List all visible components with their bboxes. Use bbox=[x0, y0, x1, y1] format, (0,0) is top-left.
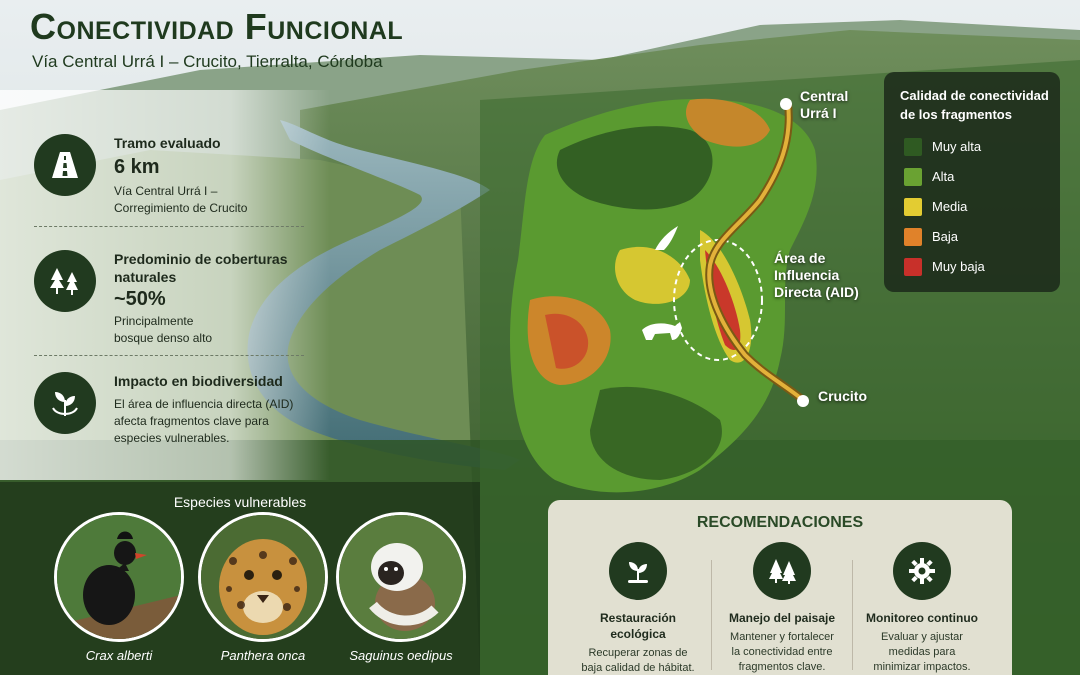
stat-label: naturales bbox=[114, 269, 177, 285]
map-label-start-line: Urrá I bbox=[800, 105, 837, 121]
legend-label: Baja bbox=[932, 229, 959, 244]
gear-icon bbox=[893, 542, 951, 600]
pine-trees-icon bbox=[753, 542, 811, 600]
legend-item: Media bbox=[904, 198, 1054, 216]
recommendation-desc: medidas para bbox=[888, 646, 956, 658]
stat-value: ~50% bbox=[114, 288, 166, 310]
recommendation-desc: la conectividad entre bbox=[731, 646, 833, 658]
species-card: Saguinus oedipus bbox=[336, 512, 466, 672]
map-label-aid-line: Área de bbox=[774, 250, 826, 266]
recommendation-card: Restauración ecológica Recuperar zonas d… bbox=[568, 542, 708, 675]
stat-coberturas: Predominio de coberturas naturales ~50% … bbox=[34, 250, 314, 345]
stat-desc: Vía Central Urrá I – bbox=[114, 184, 218, 198]
species-heading: Especies vulnerables bbox=[173, 494, 307, 510]
recommendation-desc: fragmentos clave. bbox=[738, 661, 826, 673]
legend-item: Muy alta bbox=[904, 138, 1054, 156]
trees-icon bbox=[34, 250, 96, 312]
recommendation-desc: Evaluar y ajustar bbox=[881, 631, 963, 643]
stat-desc: bosque denso alto bbox=[114, 331, 213, 345]
connectivity-legend: Calidad de conectividad de los fragmento… bbox=[884, 72, 1060, 292]
recommendation-heading: Restauración bbox=[599, 611, 677, 625]
panthera-onca-photo bbox=[198, 512, 328, 642]
stat-tramo: Tramo evaluado 6 km Vía Central Urrá I –… bbox=[34, 134, 314, 215]
recommendation-card: Monitoreo continuo Evaluar y ajustar med… bbox=[852, 542, 992, 675]
legend-item: Alta bbox=[904, 168, 1054, 186]
road-icon bbox=[34, 134, 96, 196]
legend-label: Media bbox=[932, 199, 968, 214]
recommendations-title: RECOMENDACIONES bbox=[696, 514, 864, 531]
species-panel: Especies vulnerables Crax alberti bbox=[0, 482, 480, 675]
page-subtitle: Vía Central Urrá I – Crucito, Tierralta,… bbox=[32, 52, 383, 71]
recommendations-panel: RECOMENDACIONES Restauración ecológica R… bbox=[548, 500, 1012, 675]
leaf-icon bbox=[34, 372, 96, 434]
species-name: Crax alberti bbox=[85, 648, 153, 663]
map-label-start: Central Urrá I bbox=[800, 88, 848, 122]
sprout-icon bbox=[609, 542, 667, 600]
divider bbox=[711, 560, 712, 670]
stat-desc: afecta fragmentos clave para bbox=[114, 414, 269, 428]
divider bbox=[34, 226, 304, 227]
legend-swatch bbox=[904, 228, 922, 246]
legend-swatch bbox=[904, 258, 922, 276]
legend-title: Calidad de conectividad bbox=[900, 88, 1049, 103]
saguinus-oedipus-photo bbox=[336, 512, 466, 642]
stat-desc: Corregimiento de Crucito bbox=[114, 201, 248, 215]
stat-label: Impacto en biodiversidad bbox=[114, 373, 283, 389]
species-name: Panthera onca bbox=[220, 648, 306, 663]
recommendation-card: Manejo del paisaje Mantener y fortalecer… bbox=[712, 542, 852, 675]
stat-desc: especies vulnerables. bbox=[114, 431, 230, 445]
map-label-aid-line: Directa (AID) bbox=[774, 284, 859, 300]
recommendation-desc: Mantener y fortalecer bbox=[730, 631, 834, 643]
legend-swatch bbox=[904, 198, 922, 216]
crax-alberti-photo bbox=[54, 512, 184, 642]
map-label-end: Crucito bbox=[818, 388, 867, 404]
stat-label: Tramo evaluado bbox=[114, 135, 221, 151]
recommendation-desc: baja calidad de hábitat. bbox=[581, 662, 695, 674]
map-label-aid: Área de Influencia Directa (AID) bbox=[774, 250, 859, 301]
legend-label: Muy alta bbox=[932, 139, 982, 154]
legend-item: Baja bbox=[904, 228, 1054, 246]
divider bbox=[852, 560, 853, 670]
stat-desc: Principalmente bbox=[114, 314, 194, 328]
map-label-start-line: Central bbox=[800, 88, 849, 104]
species-card: Crax alberti bbox=[54, 512, 184, 672]
recommendation-desc: Recuperar zonas de bbox=[588, 647, 688, 659]
species-card: Panthera onca bbox=[198, 512, 328, 672]
divider bbox=[34, 355, 304, 356]
stat-label: Predominio de coberturas bbox=[114, 251, 288, 267]
legend-item: Muy baja bbox=[904, 258, 1054, 276]
recommendation-desc: minimizar impactos. bbox=[873, 661, 971, 673]
page-title: Conectividad Funcional bbox=[30, 6, 404, 47]
legend-swatch bbox=[904, 138, 922, 156]
stat-desc: El área de influencia directa (AID) bbox=[114, 397, 294, 411]
stat-impacto: Impacto en biodiversidad El área de infl… bbox=[34, 372, 314, 452]
recommendation-heading: Manejo del paisaje bbox=[728, 611, 836, 625]
legend-title: de los fragmentos bbox=[900, 107, 1012, 122]
map-label-aid-line: Influencia bbox=[774, 267, 840, 283]
recommendation-heading: ecológica bbox=[610, 627, 666, 641]
recommendation-heading: Monitoreo continuo bbox=[866, 611, 978, 625]
legend-swatch bbox=[904, 168, 922, 186]
stat-value: 6 km bbox=[114, 156, 160, 178]
species-name: Saguinus oedipus bbox=[349, 648, 453, 663]
legend-label: Muy baja bbox=[932, 259, 985, 274]
legend-label: Alta bbox=[932, 169, 955, 184]
